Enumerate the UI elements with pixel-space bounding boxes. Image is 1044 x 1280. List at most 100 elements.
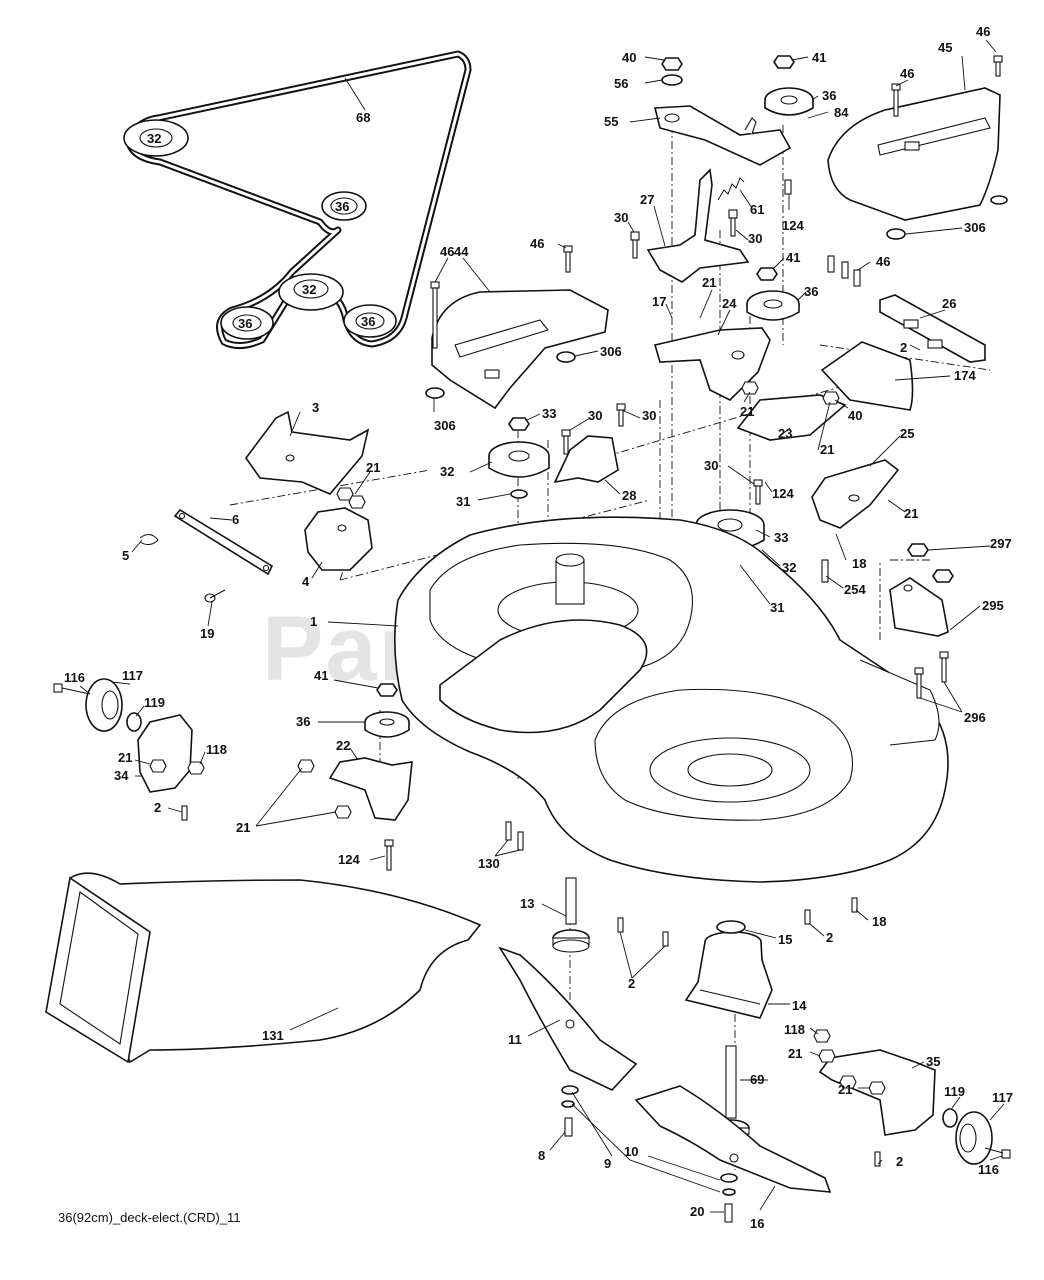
callout-56: 56 xyxy=(614,76,628,91)
bolts-130 xyxy=(505,821,524,851)
callout-2: 2 xyxy=(154,800,161,815)
diagram-caption: 36(92cm)_deck-elect.(CRD)_11 xyxy=(58,1210,241,1225)
callout-16: 16 xyxy=(750,1216,764,1231)
bolt-20 xyxy=(724,1203,733,1223)
callout-21: 21 xyxy=(702,275,716,290)
leader-lines xyxy=(79,39,1005,1213)
spindle-bracket-27 xyxy=(646,168,750,283)
callout-30: 30 xyxy=(642,408,656,423)
callout-116: 116 xyxy=(64,670,85,685)
callout-295: 295 xyxy=(982,598,1004,613)
bolt-19 xyxy=(204,589,226,603)
callout-3: 3 xyxy=(312,400,319,415)
callout-33: 33 xyxy=(542,406,556,421)
idler-bracket-55 xyxy=(653,105,792,166)
callout-2: 2 xyxy=(628,976,635,991)
bolt-30-a xyxy=(630,231,640,259)
callout-9: 9 xyxy=(604,1156,611,1171)
callout-5: 5 xyxy=(122,548,129,563)
svg-text:36: 36 xyxy=(335,199,349,214)
callout-2: 2 xyxy=(900,340,907,355)
pulley-32-center: 32 xyxy=(278,273,344,311)
callout-131: 131 xyxy=(262,1028,284,1043)
callout-18: 18 xyxy=(852,556,866,571)
callout-19: 19 xyxy=(200,626,214,641)
callout-18: 18 xyxy=(872,914,886,929)
bolt-46-cover44 xyxy=(430,245,573,349)
bolt-2-left xyxy=(181,805,188,821)
callout-46: 46 xyxy=(976,24,990,39)
callout-21: 21 xyxy=(118,750,132,765)
callout-174: 174 xyxy=(954,368,976,383)
callout-11: 11 xyxy=(508,1032,522,1047)
callout-116: 116 xyxy=(978,1162,999,1177)
wheel-bolt-116-right xyxy=(984,1147,1011,1159)
nut-41-top xyxy=(773,55,795,69)
callout-24: 24 xyxy=(722,296,737,311)
bolt-2-right xyxy=(874,1151,881,1167)
svg-text:36: 36 xyxy=(361,314,375,329)
nut-40 xyxy=(661,57,683,71)
belt-cover-45 xyxy=(827,87,1001,221)
pulley-36-top xyxy=(764,87,814,116)
callout-35: 35 xyxy=(926,1054,940,1069)
washers-306-cover44 xyxy=(425,351,576,399)
bolt-254 xyxy=(821,559,829,583)
callout-15: 15 xyxy=(778,932,792,947)
callout-21: 21 xyxy=(820,442,834,457)
callout-17: 17 xyxy=(652,294,666,309)
callout-130: 130 xyxy=(478,856,500,871)
callout-40: 40 xyxy=(622,50,636,65)
callout-41: 41 xyxy=(786,250,800,265)
belt-cover-44 xyxy=(431,289,609,410)
spring-61 xyxy=(717,177,745,201)
wheel-117-right xyxy=(955,1111,993,1165)
callout-2: 2 xyxy=(826,930,833,945)
pulley-36-bottom-left: 36 xyxy=(220,306,274,340)
callout-118: 118 xyxy=(206,742,227,757)
clip-5 xyxy=(139,534,159,546)
callout-46: 46 xyxy=(530,236,544,251)
washers-9-10 xyxy=(561,1085,738,1196)
deflector-174 xyxy=(820,341,914,411)
callout-118: 118 xyxy=(784,1022,805,1037)
callout-306: 306 xyxy=(600,344,622,359)
bracket-25 xyxy=(811,459,900,529)
nut-21-mid xyxy=(741,381,840,405)
callout-41: 41 xyxy=(812,50,826,65)
link-rod-6 xyxy=(173,508,274,576)
callout-6: 6 xyxy=(232,512,239,527)
callout-296: 296 xyxy=(964,710,986,725)
callout-13: 13 xyxy=(520,896,534,911)
deflector-295 xyxy=(889,577,949,637)
nut-41-mid xyxy=(756,267,778,281)
callout-22: 22 xyxy=(336,738,350,753)
callout-46: 46 xyxy=(440,244,454,259)
blade-11 xyxy=(498,946,638,1091)
bolt-46-b xyxy=(891,83,901,117)
washer-306-a xyxy=(886,195,1008,240)
callout-23: 23 xyxy=(778,426,792,441)
bolt-8 xyxy=(564,1117,573,1137)
callout-26: 26 xyxy=(942,296,956,311)
callout-27: 27 xyxy=(640,192,654,207)
callout-69: 69 xyxy=(750,1072,764,1087)
callout-68: 68 xyxy=(356,110,370,125)
nut-33-left xyxy=(508,417,530,431)
washer-119-left xyxy=(126,712,142,732)
nuts-297 xyxy=(907,543,954,583)
callout-20: 20 xyxy=(690,1204,704,1219)
wheel-bracket-34 xyxy=(137,714,193,793)
nuts-21-left xyxy=(336,487,366,509)
bolts-46-group xyxy=(827,255,861,287)
callout-30: 30 xyxy=(704,458,718,473)
callout-31: 31 xyxy=(770,600,784,615)
spindle-housing-14 xyxy=(684,931,773,1019)
callout-124: 124 xyxy=(338,852,360,867)
callout-21: 21 xyxy=(838,1082,852,1097)
callout-30: 30 xyxy=(614,210,628,225)
callout-46: 46 xyxy=(900,66,914,81)
wheel-117-left xyxy=(85,678,123,732)
callout-119: 119 xyxy=(144,695,165,710)
